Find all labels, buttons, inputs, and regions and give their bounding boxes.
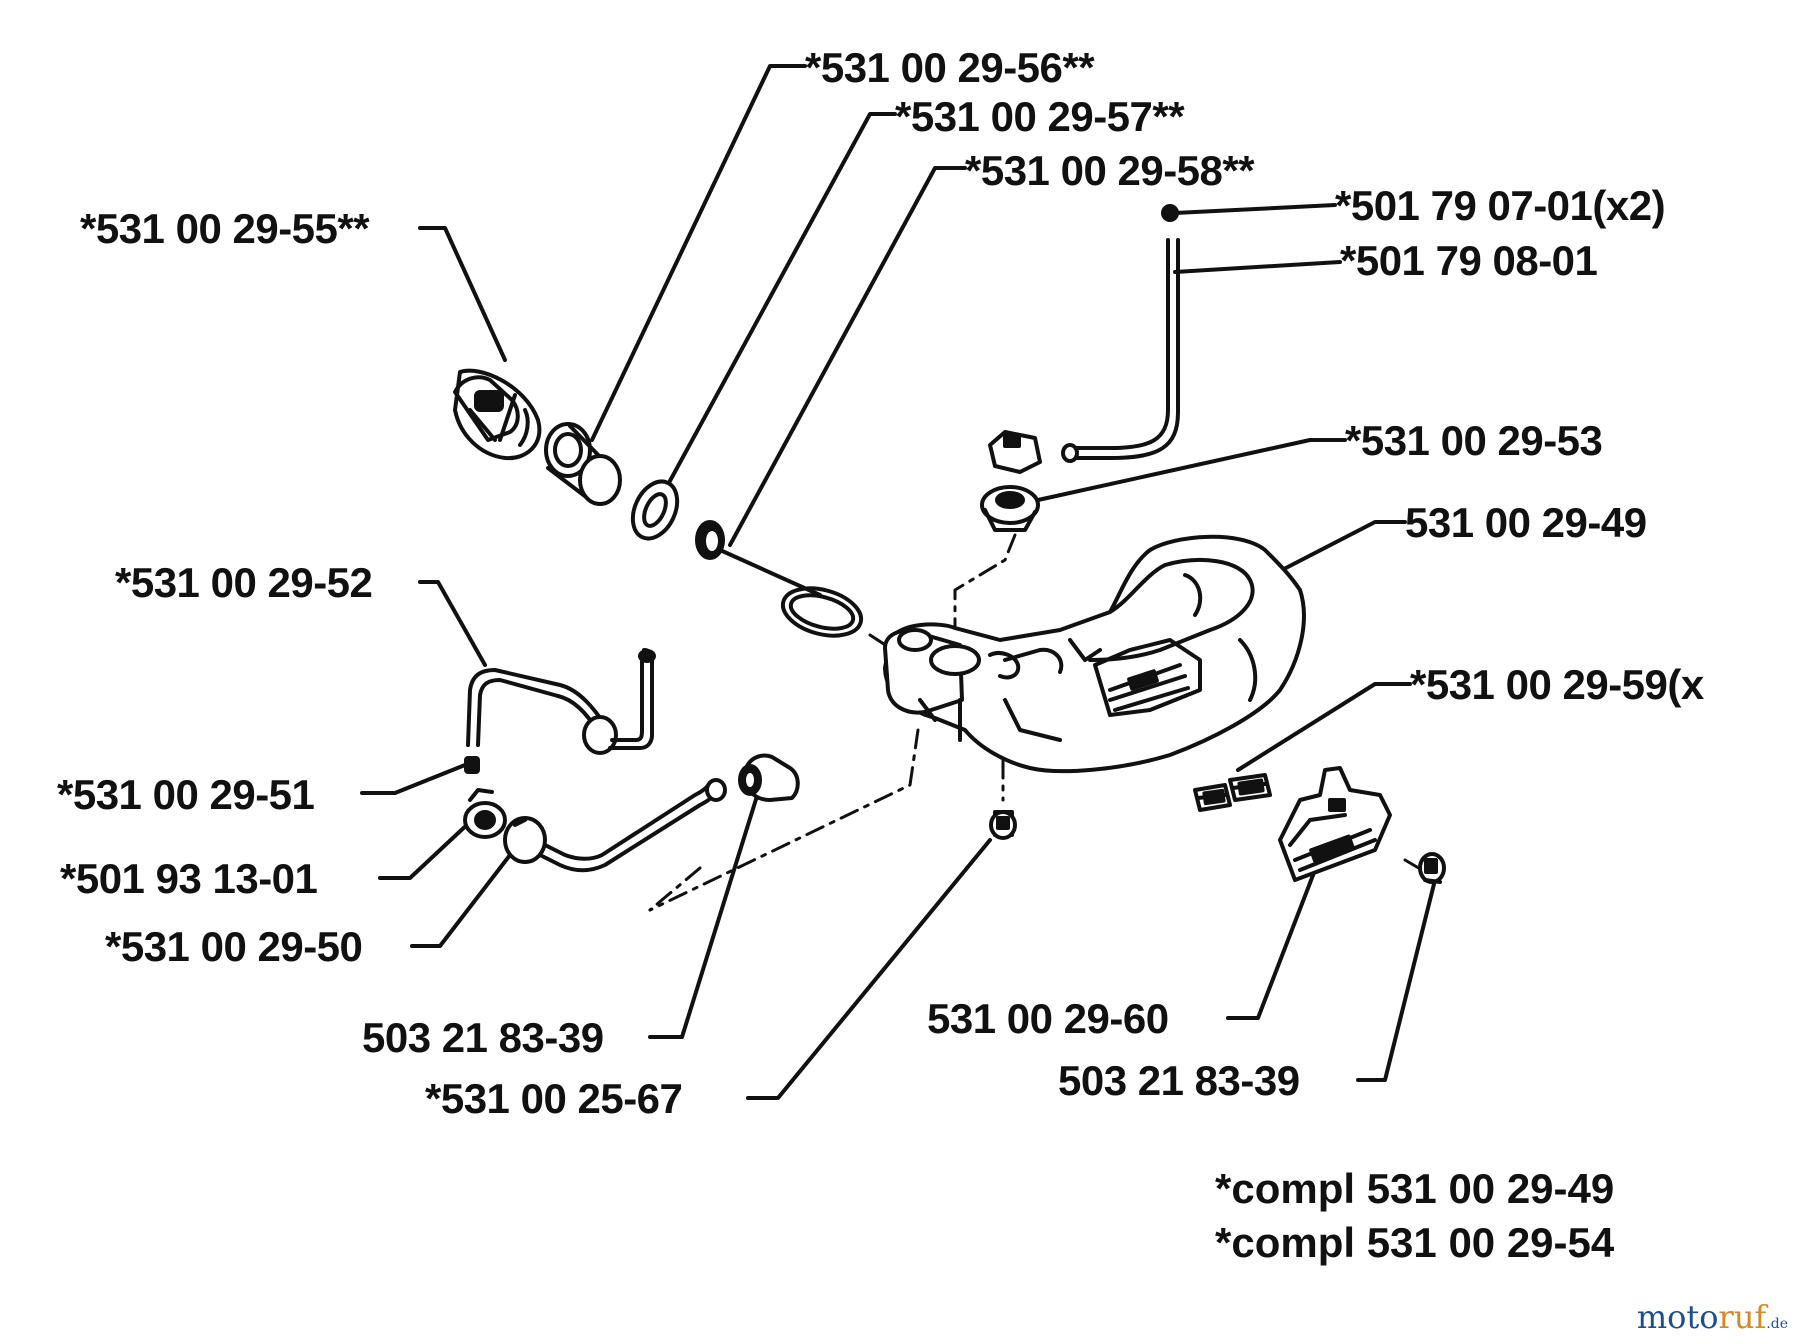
leader-58 [728, 166, 967, 547]
motoruf-watermark: motoruf.de [1637, 1301, 1788, 1333]
fuel-pickup-tube-part [466, 648, 656, 755]
leader-60 [1226, 868, 1317, 1020]
leader-50 [410, 853, 512, 948]
rubber-pads-part [1193, 773, 1272, 812]
tank-screw-part [989, 810, 1017, 840]
note-compl-531-00-29-49: *compl 531 00 29-49 [1215, 1165, 1615, 1212]
label-503-21-83-39-left: 503 21 83-39 [362, 1014, 604, 1061]
leader-0701 [1173, 203, 1337, 215]
leader-8339a [648, 778, 764, 1039]
label-531-00-29-56: *531 00 29-56** [805, 44, 1095, 91]
label-531-00-29-58: *531 00 29-58** [965, 147, 1255, 194]
label-531-00-29-53: *531 00 29-53 [1345, 417, 1603, 464]
label-503-21-83-39-right: 503 21 83-39 [1058, 1057, 1300, 1104]
leader-51 [360, 763, 467, 795]
label-531-00-29-60: 531 00 29-60 [927, 995, 1169, 1042]
label-531-00-29-49: 531 00 29-49 [1405, 499, 1647, 546]
hose-clip-part [464, 756, 480, 774]
fuel-filter-part [738, 753, 800, 802]
label-531-00-29-57: *531 00 29-57** [895, 93, 1185, 140]
oring-part [780, 586, 864, 638]
vent-hose-part [1061, 204, 1180, 463]
label-531-00-29-55: *531 00 29-55** [80, 205, 370, 252]
leader-9313 [378, 820, 472, 880]
leader-52 [418, 580, 487, 667]
note-compl-531-00-29-54: *compl 531 00 29-54 [1215, 1219, 1615, 1266]
grommet-part [463, 788, 507, 839]
fuel-tank-part [883, 534, 1306, 774]
fuel-hose-part [503, 778, 727, 873]
label-531-00-29-59: *531 00 29-59(x [1410, 661, 1704, 708]
label-531-00-29-50: *531 00 29-50 [105, 923, 363, 970]
label-531-00-29-51: *531 00 29-51 [57, 771, 315, 818]
washer-part [630, 479, 680, 541]
fuel-cap-part [453, 368, 542, 461]
leader-59 [1236, 682, 1412, 772]
leader-56 [590, 64, 807, 442]
label-501-79-07-01: *501 79 07-01(x2) [1335, 182, 1666, 229]
leader-55 [418, 226, 507, 362]
leader-8339b [1356, 878, 1437, 1082]
assembly-lines [648, 533, 1424, 912]
label-531-00-25-67: *531 00 25-67 [425, 1075, 683, 1122]
watermark-part-2: ruf [1718, 1298, 1767, 1336]
leader-2567 [746, 838, 992, 1100]
leader-57 [663, 112, 897, 492]
vent-part [544, 422, 622, 506]
label-501-79-08-01: *501 79 08-01 [1340, 237, 1598, 284]
watermark-part-3: .de [1766, 1316, 1788, 1332]
leader-53 [1036, 438, 1347, 502]
vent-valve-part [980, 430, 1042, 532]
seal-part [695, 520, 822, 597]
label-531-00-29-52: *531 00 29-52 [115, 559, 373, 606]
leader-0801 [1173, 260, 1342, 274]
leader-49 [1280, 520, 1407, 572]
bracket-part [1278, 766, 1392, 882]
bracket-screw-part [1418, 852, 1446, 884]
watermark-part-1: moto [1636, 1298, 1719, 1336]
leader-lines [360, 64, 1437, 1100]
label-501-93-13-01: *501 93 13-01 [60, 855, 318, 902]
